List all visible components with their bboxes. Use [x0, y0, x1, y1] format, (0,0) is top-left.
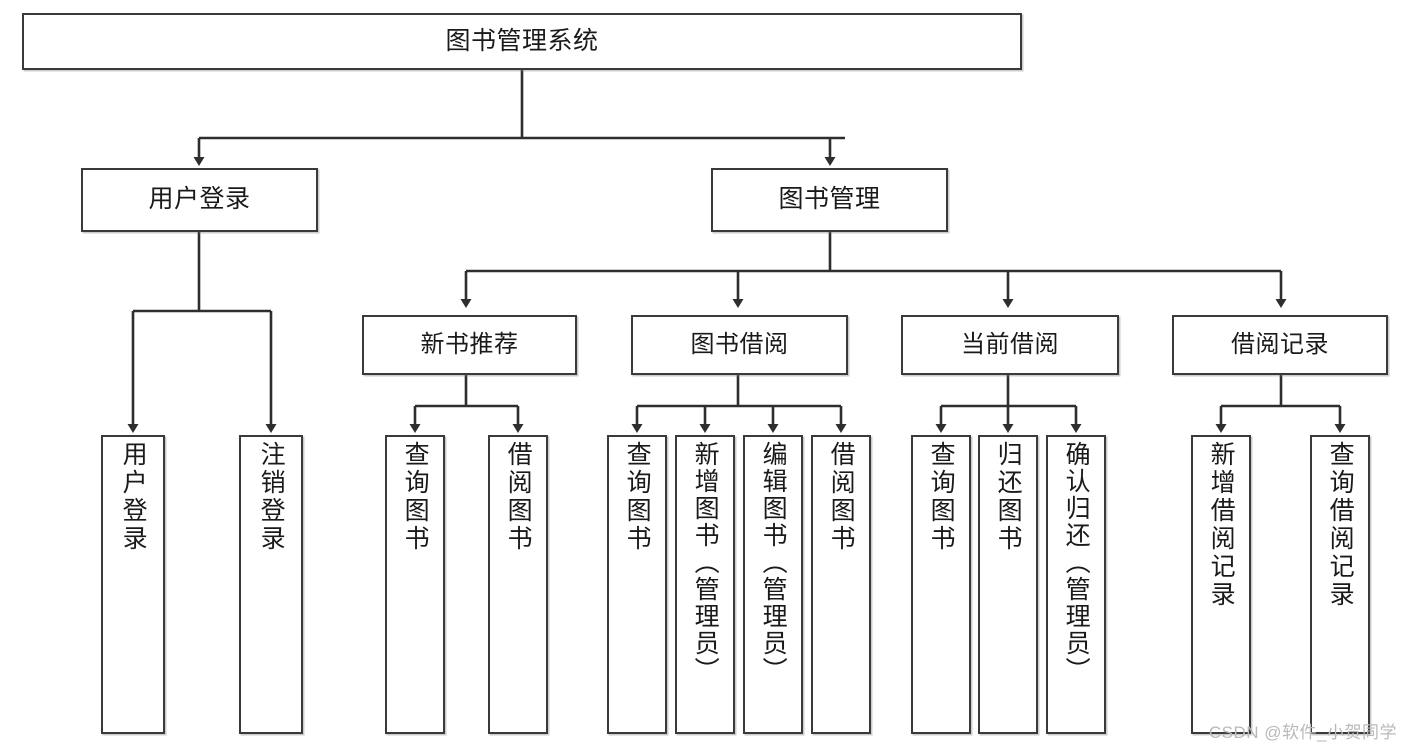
- node-label: 查询图书: [927, 441, 956, 553]
- node-book-management[interactable]: 图书管理: [711, 168, 948, 232]
- node-label: 图书管理系统: [445, 26, 599, 55]
- node-label: 确认归还（管理员）: [1062, 441, 1091, 684]
- node-leaf-current-return-book[interactable]: 归还图书: [978, 435, 1038, 734]
- node-leaf-user-logout[interactable]: 注销登录: [239, 435, 303, 734]
- node-label: 借阅图书: [504, 441, 533, 553]
- node-book-borrowing[interactable]: 图书借阅: [631, 315, 848, 375]
- node-label: 查询借阅记录: [1326, 441, 1355, 609]
- node-label: 新增借阅记录: [1207, 441, 1236, 609]
- node-leaf-newbook-query-book[interactable]: 查询图书: [385, 435, 445, 734]
- node-leaf-borrow-lend-book[interactable]: 借阅图书: [811, 435, 871, 734]
- node-label: 用户登录: [148, 185, 251, 214]
- node-borrowing-record[interactable]: 借阅记录: [1172, 315, 1388, 375]
- node-root-book-management-system[interactable]: 图书管理系统: [22, 13, 1022, 70]
- node-current-borrowing[interactable]: 当前借阅: [901, 315, 1119, 375]
- node-leaf-record-query-record[interactable]: 查询借阅记录: [1310, 435, 1370, 734]
- node-new-book-recommendation[interactable]: 新书推荐: [362, 315, 577, 375]
- node-label: 查询图书: [623, 441, 652, 553]
- node-leaf-user-login[interactable]: 用户登录: [101, 435, 165, 734]
- node-label: 借阅记录: [1231, 330, 1329, 358]
- csdn-watermark: CSDN @软件_小贺同学: [1208, 723, 1397, 742]
- node-label: 图书管理: [778, 185, 881, 214]
- node-user-login[interactable]: 用户登录: [81, 168, 318, 232]
- node-leaf-newbook-borrow-book[interactable]: 借阅图书: [488, 435, 548, 734]
- node-label: 编辑图书（管理员）: [759, 441, 788, 684]
- node-label: 图书借阅: [690, 330, 789, 358]
- node-leaf-record-add-record[interactable]: 新增借阅记录: [1191, 435, 1251, 734]
- node-label: 归还图书: [994, 441, 1023, 553]
- node-label: 注销登录: [257, 441, 286, 553]
- node-leaf-current-query-book[interactable]: 查询图书: [911, 435, 971, 734]
- node-leaf-borrow-query-book[interactable]: 查询图书: [607, 435, 667, 734]
- node-leaf-borrow-edit-book-admin[interactable]: 编辑图书（管理员）: [743, 435, 803, 734]
- node-leaf-borrow-add-book-admin[interactable]: 新增图书（管理员）: [675, 435, 735, 734]
- node-label: 新书推荐: [420, 330, 519, 358]
- node-label: 借阅图书: [827, 441, 856, 553]
- node-label: 查询图书: [401, 441, 430, 553]
- node-label: 用户登录: [119, 441, 148, 553]
- node-leaf-current-confirm-return-admin[interactable]: 确认归还（管理员）: [1046, 435, 1106, 734]
- node-label: 新增图书（管理员）: [691, 441, 720, 684]
- node-label: 当前借阅: [961, 330, 1059, 358]
